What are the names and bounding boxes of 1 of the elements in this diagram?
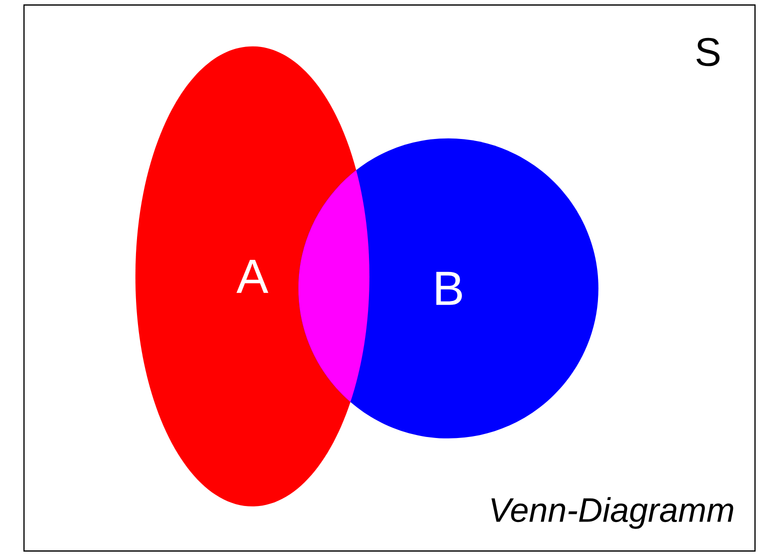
caption: Venn-Diagramm [491,497,734,529]
